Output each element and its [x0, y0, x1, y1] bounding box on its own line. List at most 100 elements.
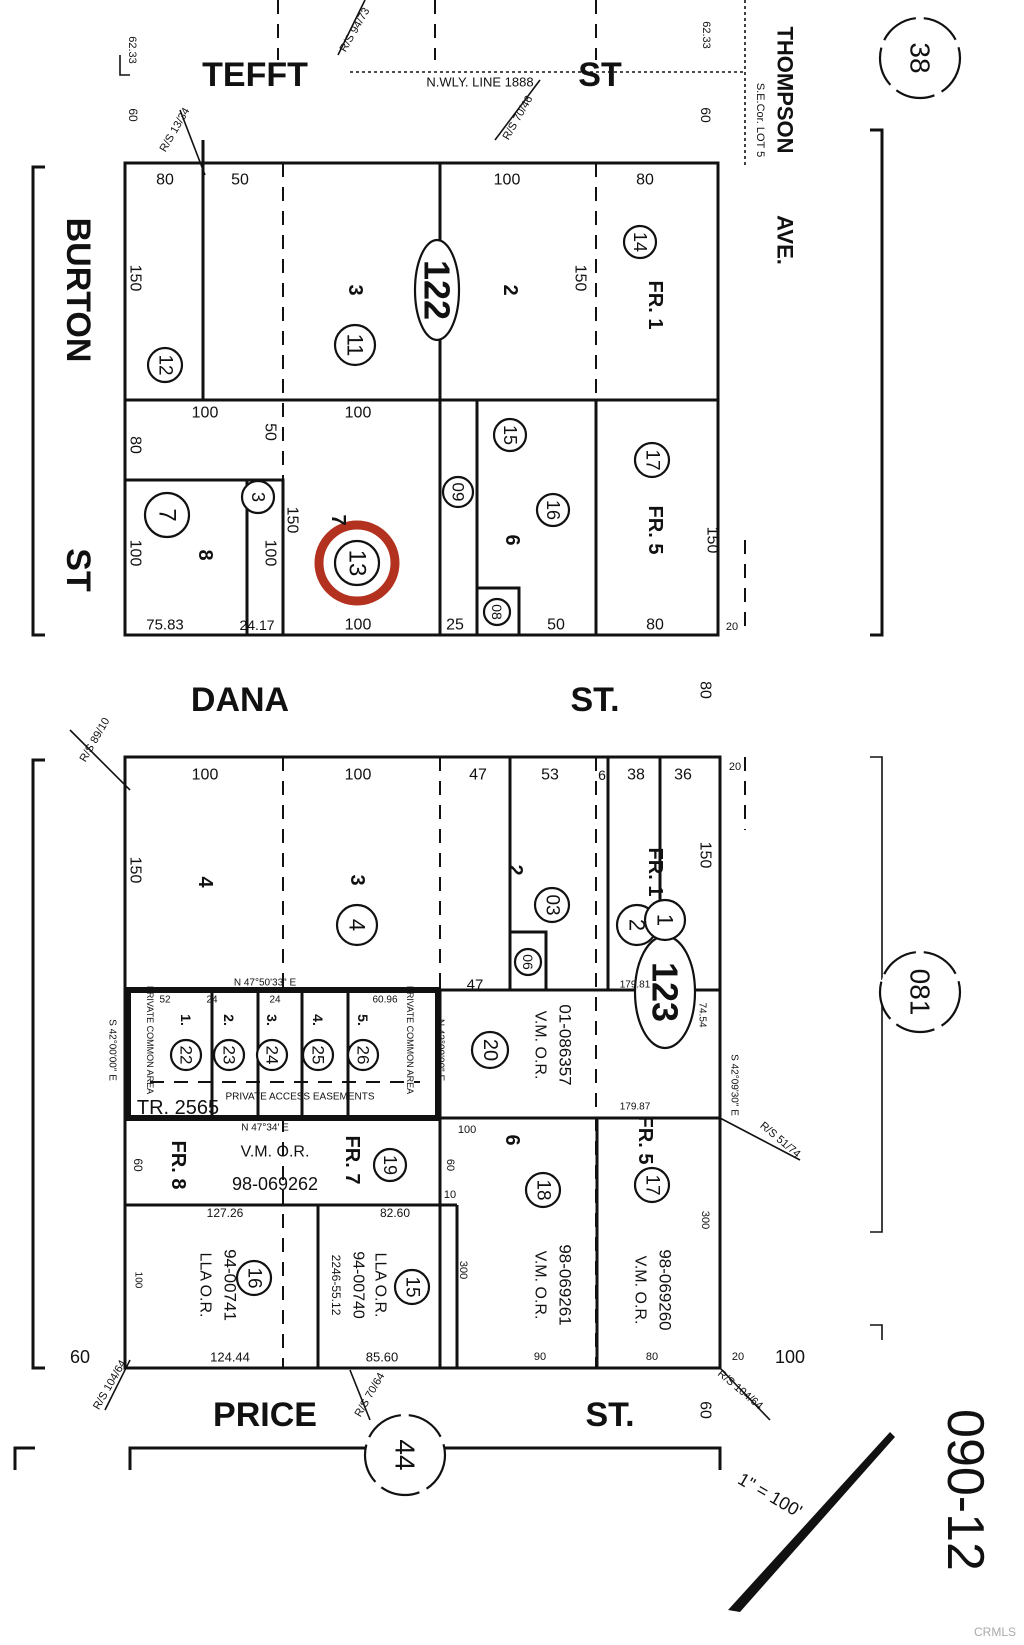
- dimension-label: 179.87: [620, 1102, 651, 1113]
- parcel-circle[interactable]: [333, 539, 381, 587]
- parcel-circle[interactable]: [240, 479, 276, 515]
- parcel-circle[interactable]: [622, 224, 658, 260]
- map-annotation: R/S 51/74: [757, 1120, 802, 1161]
- dimension-label: 80: [697, 681, 714, 699]
- parcel-circle[interactable]: [235, 1259, 273, 1297]
- parcel-circle[interactable]: [643, 898, 687, 942]
- dimension-label: 100: [345, 405, 372, 422]
- parcel-circle[interactable]: [524, 1171, 562, 1209]
- dimension-label: 100: [494, 172, 521, 189]
- bracket: [13, 1446, 35, 1470]
- dimension-label: 60: [131, 1158, 145, 1172]
- parcel-circle[interactable]: [169, 1038, 203, 1072]
- bracket: [870, 128, 884, 637]
- map-annotation: S 42°09'30" E: [729, 1054, 740, 1116]
- dimension-label: 47: [467, 977, 484, 994]
- lot-number: FR. 1: [644, 281, 666, 330]
- parcel-circle[interactable]: [335, 903, 379, 947]
- parcel-lines: [13, 0, 895, 1612]
- dimension-label: 60: [70, 1347, 90, 1367]
- map-annotation: 01-086357: [556, 1004, 575, 1085]
- parcel-circle[interactable]: [633, 441, 671, 479]
- parcel-circle[interactable]: [212, 1038, 246, 1072]
- dimension-label: 60: [697, 1401, 714, 1419]
- dimension-label: 150: [284, 507, 301, 534]
- parcel-circle[interactable]: [533, 886, 571, 924]
- street-name-dana-st: ST.: [570, 681, 619, 719]
- parcel-circle[interactable]: [535, 492, 571, 528]
- watermark: CRMLS: [973, 1625, 1016, 1639]
- bracket: [31, 758, 45, 1370]
- lot-number: 8: [194, 549, 216, 560]
- dimension-label: 90: [534, 1351, 546, 1363]
- parcel-circle[interactable]: [255, 1038, 289, 1072]
- parcel-circle[interactable]: [143, 491, 191, 539]
- map-annotation: LLA O.R.: [372, 1253, 389, 1318]
- dimension-label: 80: [646, 1351, 658, 1363]
- parcel-circle[interactable]: [470, 1030, 510, 1070]
- adjacent-page-number: 44: [390, 1439, 421, 1470]
- map-annotation: N 47°50'33" E: [234, 978, 297, 989]
- block-number: 123: [645, 962, 686, 1022]
- parcel-circle[interactable]: [346, 1038, 380, 1072]
- dimension-label: 60.96: [372, 995, 397, 1006]
- dimension-label: 100: [127, 540, 144, 567]
- bracket: [870, 1005, 883, 1233]
- lot-number: FR. 1: [644, 848, 666, 897]
- lot-line: [508, 930, 548, 992]
- lot-number: 2.: [221, 1014, 237, 1026]
- adjacent-page-circle[interactable]: [363, 1413, 447, 1497]
- parcel-circle[interactable]: [513, 947, 543, 977]
- parcel-circle[interactable]: [393, 1268, 431, 1306]
- lot-number: 4.: [310, 1014, 326, 1026]
- dimension-label: 85.60: [366, 1350, 399, 1365]
- parcel-circle[interactable]: [441, 475, 475, 509]
- parcel-circle[interactable]: [301, 1038, 335, 1072]
- lot-line: [123, 478, 285, 637]
- map-annotation: V.M. O.R.: [532, 1251, 549, 1320]
- parcel-circles: [143, 16, 962, 1497]
- lot-number: 1.: [178, 1014, 194, 1026]
- dimension-label: 150: [572, 265, 589, 292]
- map-annotation: R/S 89/10: [78, 716, 113, 764]
- lot-number: 2: [504, 864, 526, 875]
- map-annotation: 98-069262: [232, 1174, 318, 1194]
- adjacent-page-circle[interactable]: [878, 16, 962, 100]
- parcel-number: 15: [500, 425, 520, 445]
- highlighted-parcel-ring[interactable]: [314, 520, 400, 606]
- dimension-label: 20: [729, 761, 741, 773]
- adjacent-page-number: 081: [905, 969, 936, 1016]
- leader-line: [179, 109, 206, 176]
- parcel-circle[interactable]: [492, 417, 528, 453]
- parcel-number: 17: [642, 1174, 663, 1195]
- map-number: 090-12: [936, 1409, 994, 1571]
- map-annotation: S 42°00'00" E: [107, 1019, 118, 1081]
- map-annotation: V.M. O.R.: [632, 1256, 649, 1325]
- map-annotation: V.M. O.R.: [532, 1011, 549, 1080]
- lot-number: 2: [499, 284, 521, 295]
- bracket: [870, 1324, 883, 1340]
- parcel-circle[interactable]: [633, 1166, 671, 1204]
- parcel-number: 06: [520, 954, 536, 970]
- parcel-circle[interactable]: [482, 597, 512, 627]
- parcel-circle[interactable]: [146, 346, 184, 384]
- dimension-label: 100: [192, 405, 219, 422]
- parcel-number: 16: [244, 1267, 265, 1288]
- dimension-label: 50: [547, 617, 565, 634]
- parcel-number: 26: [354, 1046, 373, 1065]
- lot-number: 3: [344, 284, 366, 295]
- dimension-label: 300: [457, 1261, 469, 1279]
- adjacent-page-circle[interactable]: [878, 950, 962, 1034]
- parcel-number: 14: [630, 232, 650, 252]
- dimension-label: 150: [127, 857, 144, 884]
- street-name-price-st: ST.: [585, 1396, 634, 1434]
- parcel-circle[interactable]: [372, 1147, 408, 1183]
- dimension-label: 25: [446, 617, 464, 634]
- dimension-label: 150: [704, 527, 721, 554]
- parcel-circle[interactable]: [333, 323, 377, 367]
- dimension-label: 20: [726, 621, 738, 633]
- dimension-label: 52: [159, 995, 171, 1006]
- dimension-label: 20: [732, 1351, 744, 1363]
- map-annotation: V.M. O.R.: [241, 1144, 310, 1161]
